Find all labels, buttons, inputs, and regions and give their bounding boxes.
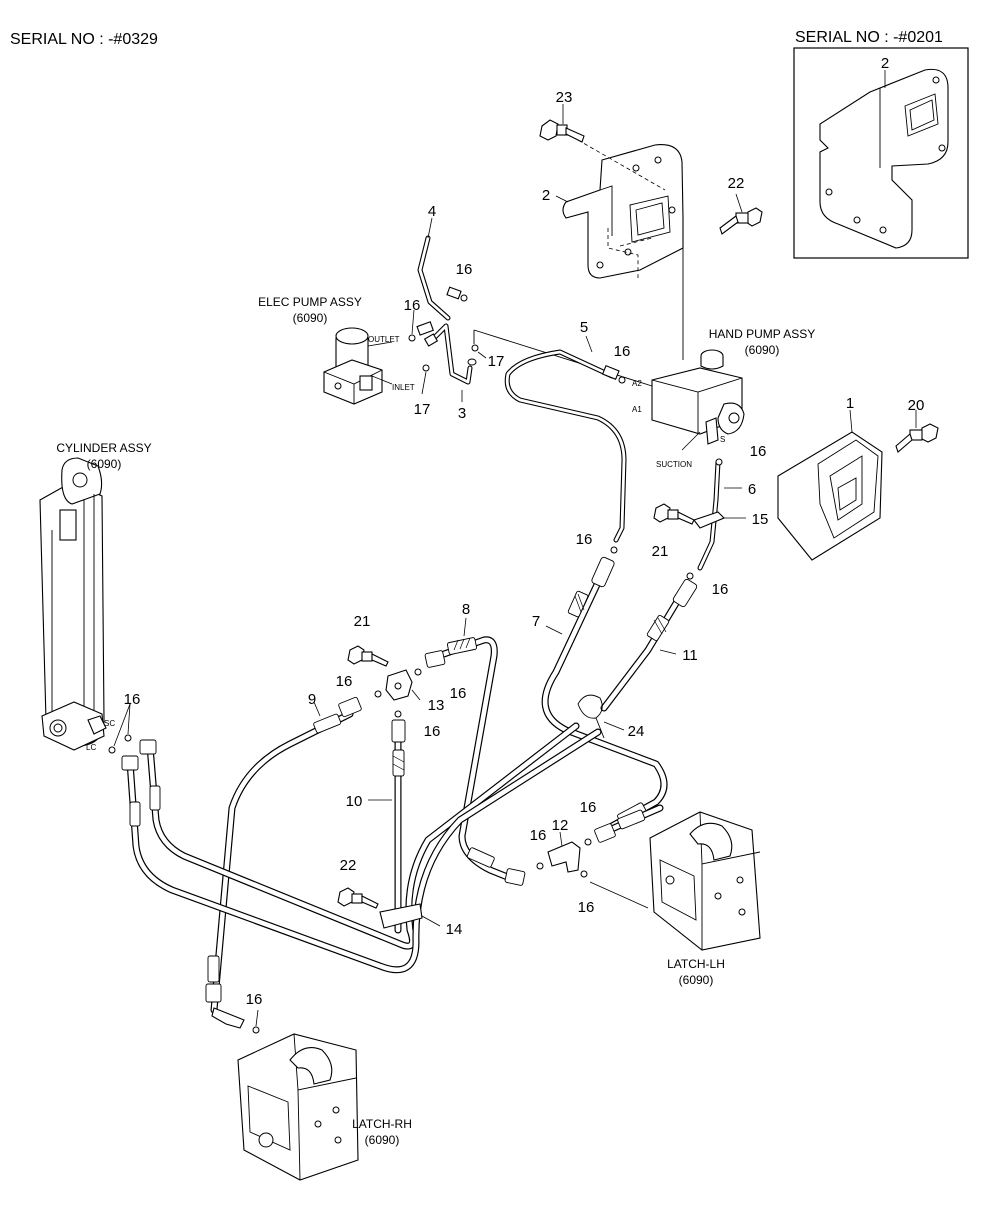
callout-22-b: 22 <box>340 857 357 874</box>
cylinder-hoses <box>121 722 602 974</box>
inset-box <box>793 47 969 259</box>
o-rings <box>610 546 694 580</box>
port-s: S <box>720 435 725 444</box>
pipe-3 <box>423 323 477 402</box>
callout-16-d: 16 <box>750 443 767 460</box>
callout-16-e: 16 <box>576 531 593 548</box>
hand-pump-ref: (6090) <box>745 343 780 357</box>
clamp-24 <box>577 694 625 739</box>
electric-pump <box>323 327 393 405</box>
callout-17-b: 17 <box>414 401 431 418</box>
port-sc: SC <box>104 719 115 728</box>
tee-12 <box>536 831 592 878</box>
callout-16-b: 16 <box>404 297 421 314</box>
latch-lh <box>589 811 761 951</box>
callout-4: 4 <box>428 203 436 220</box>
hose-10 <box>368 719 406 934</box>
callout-16-f: 16 <box>712 581 729 598</box>
hose-8 <box>424 617 526 886</box>
port-outlet: OUTLET <box>368 335 400 344</box>
latch-rh-label: LATCH-RH <box>352 1117 412 1131</box>
port-a1: A1 <box>632 405 642 414</box>
callout-16-a: 16 <box>456 261 473 278</box>
pipe-6 <box>697 458 742 571</box>
latch-rh-ref: (6090) <box>365 1133 400 1147</box>
pipe-4 <box>417 217 468 321</box>
hand-pump-label: HAND PUMP ASSY <box>709 327 815 341</box>
callout-14: 14 <box>446 921 463 938</box>
serial-number-left: SERIAL NO : -#0329 <box>10 31 158 48</box>
bolt-22-upper <box>719 193 763 235</box>
mounting-bracket <box>555 139 684 360</box>
callout-2-main: 2 <box>542 187 550 204</box>
hose-latch-lh <box>594 804 664 843</box>
callout-16-m: 16 <box>578 899 595 916</box>
port-inlet: INLET <box>392 383 415 392</box>
hose-9 <box>205 696 362 1029</box>
port-lc: LC <box>86 743 96 752</box>
callout-7: 7 <box>532 613 540 630</box>
outlet-elbow <box>408 309 487 395</box>
bolt-23 <box>539 104 585 143</box>
callout-13: 13 <box>428 697 445 714</box>
callout-20: 20 <box>908 397 925 414</box>
cover-1 <box>777 409 883 561</box>
callout-6: 6 <box>748 481 756 498</box>
hose-7 <box>541 556 668 830</box>
callout-21-b: 21 <box>354 613 371 630</box>
callout-21-a: 21 <box>652 543 669 560</box>
clamp-15 <box>693 511 746 529</box>
serial-number-right: SERIAL NO : -#0201 <box>795 29 943 46</box>
callout-16-c: 16 <box>614 343 631 360</box>
callout-22-a: 22 <box>728 175 745 192</box>
callout-15: 15 <box>752 511 769 528</box>
callout-16-i: 16 <box>450 685 467 702</box>
port-a2: A2 <box>632 379 642 388</box>
clamp-14 <box>379 903 441 929</box>
callout-17-a: 17 <box>488 353 505 370</box>
elec-pump-label: ELEC PUMP ASSY <box>258 295 362 309</box>
callout-16-g: 16 <box>124 691 141 708</box>
hydraulic-cylinder <box>39 457 132 754</box>
bolt-22-lower <box>337 887 379 909</box>
elec-pump-ref: (6090) <box>293 311 328 325</box>
cylinder-label: CYLINDER ASSY <box>56 441 151 455</box>
bolt-21-upper <box>653 503 695 525</box>
callout-16-l: 16 <box>580 799 597 816</box>
callout-9: 9 <box>308 691 316 708</box>
latch-lh-label: LATCH-LH <box>667 957 725 971</box>
callout-1: 1 <box>846 395 854 412</box>
callout-16-n: 16 <box>246 991 263 1008</box>
port-suction: SUCTION <box>656 460 692 469</box>
pipe-5 <box>504 335 627 543</box>
latch-lh-ref: (6090) <box>679 973 714 987</box>
hose-11 <box>600 578 698 712</box>
hand-pump <box>473 329 745 451</box>
cylinder-ref: (6090) <box>87 457 122 471</box>
callout-8: 8 <box>462 601 470 618</box>
callout-5: 5 <box>580 319 588 336</box>
callout-3: 3 <box>458 405 466 422</box>
tee-13 <box>374 668 422 718</box>
bolt-21-lower <box>347 645 389 667</box>
callout-10: 10 <box>346 793 363 810</box>
callout-23: 23 <box>556 89 573 106</box>
latch-rh <box>237 1009 359 1181</box>
callout-12: 12 <box>552 817 569 834</box>
callout-24: 24 <box>628 723 645 740</box>
callout-16-h: 16 <box>336 673 353 690</box>
bolt-20 <box>895 410 939 453</box>
callout-16-j: 16 <box>424 723 441 740</box>
callout-16-k: 16 <box>530 827 547 844</box>
callout-2-inset: 2 <box>881 55 889 72</box>
callout-11: 11 <box>682 647 698 664</box>
